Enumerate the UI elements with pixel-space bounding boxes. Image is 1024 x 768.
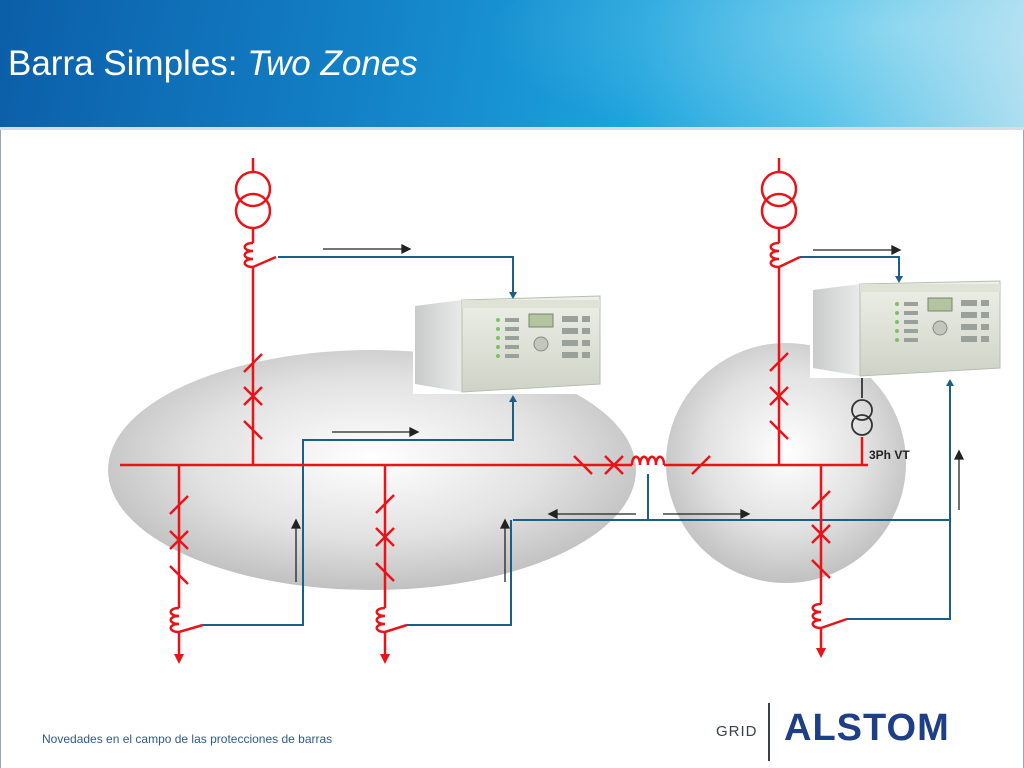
incomer-1-breaker (243, 386, 263, 406)
zone-1 (108, 350, 636, 590)
header-swoosh (480, 0, 1024, 127)
feeder-1-isolator-top (169, 495, 189, 515)
feeder-2-isolator-top (375, 494, 395, 514)
ct-wiring (203, 256, 951, 626)
relay-zone-2 (810, 280, 1003, 378)
arrowhead-relay-2-in (895, 276, 903, 283)
feeder-1-breaker (169, 530, 189, 550)
incomer-2-transformer-upper (760, 170, 798, 208)
wire-feeder-3 (847, 520, 951, 620)
wire-incomer-1-to-relay-1 (278, 256, 514, 292)
left-border (0, 130, 1, 768)
current-direction-arrows (290, 243, 965, 582)
incomer-1-isolator-top (243, 353, 263, 373)
footer-text: Novedades en el campo de las proteccione… (42, 732, 333, 746)
incomer-1-transformer-lower (234, 192, 272, 230)
feeder-3-ct (811, 602, 848, 630)
vt-label: 3Ph VT (869, 448, 910, 462)
feeder-1-isolator-bottom (169, 565, 189, 585)
feeder-3-arrow (816, 648, 826, 658)
feeder-3-breaker (811, 524, 831, 544)
logo-grid-text: GRID (716, 723, 758, 740)
wire-incomer-2-to-relay-2 (800, 256, 900, 276)
incomer-2-isolator-top (769, 352, 789, 372)
incomer-2-breaker (769, 386, 789, 406)
voltage-transformer (851, 399, 873, 436)
incomer-2-isolator-bottom (769, 420, 789, 440)
feeder-2-breaker (375, 527, 395, 547)
feeder-1-ct (169, 606, 204, 634)
incomer-2-transformer-lower (760, 192, 798, 230)
zone-2 (666, 343, 906, 583)
relay-zone-1 (413, 295, 603, 394)
incomer-1-ct (243, 241, 277, 269)
feeder-3-isolator-top (811, 490, 831, 510)
slide-header: Barra Simples: Two Zones (0, 0, 1024, 127)
arrowhead-relay-1-up (509, 395, 517, 402)
alstom-logo: ALSTOM (784, 707, 950, 749)
arrowhead-relay-2-up (946, 379, 954, 386)
incomer-1-transformer-upper (234, 170, 272, 208)
slide-title: Barra Simples: Two Zones (8, 44, 418, 84)
primary-circuit (120, 158, 868, 656)
bus-coupler-isolator-left (573, 455, 593, 475)
incomer-1-isolator-bottom (243, 420, 263, 440)
bus-coupler-isolator-right (691, 455, 711, 475)
arrowhead-relay-1-in (509, 292, 517, 299)
header-rule (0, 127, 1024, 130)
wire-feeder-1 (203, 400, 514, 626)
incomer-2-ct (769, 241, 801, 269)
logo-separator (768, 703, 770, 761)
feeder-3-isolator-bottom (811, 559, 831, 579)
bus-coupler-ct (630, 455, 666, 466)
bus-coupler-breaker (604, 455, 624, 475)
feeder-2-isolator-bottom (375, 562, 395, 582)
feeder-2-arrow (380, 654, 390, 664)
title-main: Barra Simples: (8, 44, 248, 83)
title-italic: Two Zones (247, 44, 418, 83)
feeder-2-ct (375, 606, 408, 634)
feeder-1-arrow (174, 654, 184, 664)
wire-feeder-2 (407, 520, 512, 626)
